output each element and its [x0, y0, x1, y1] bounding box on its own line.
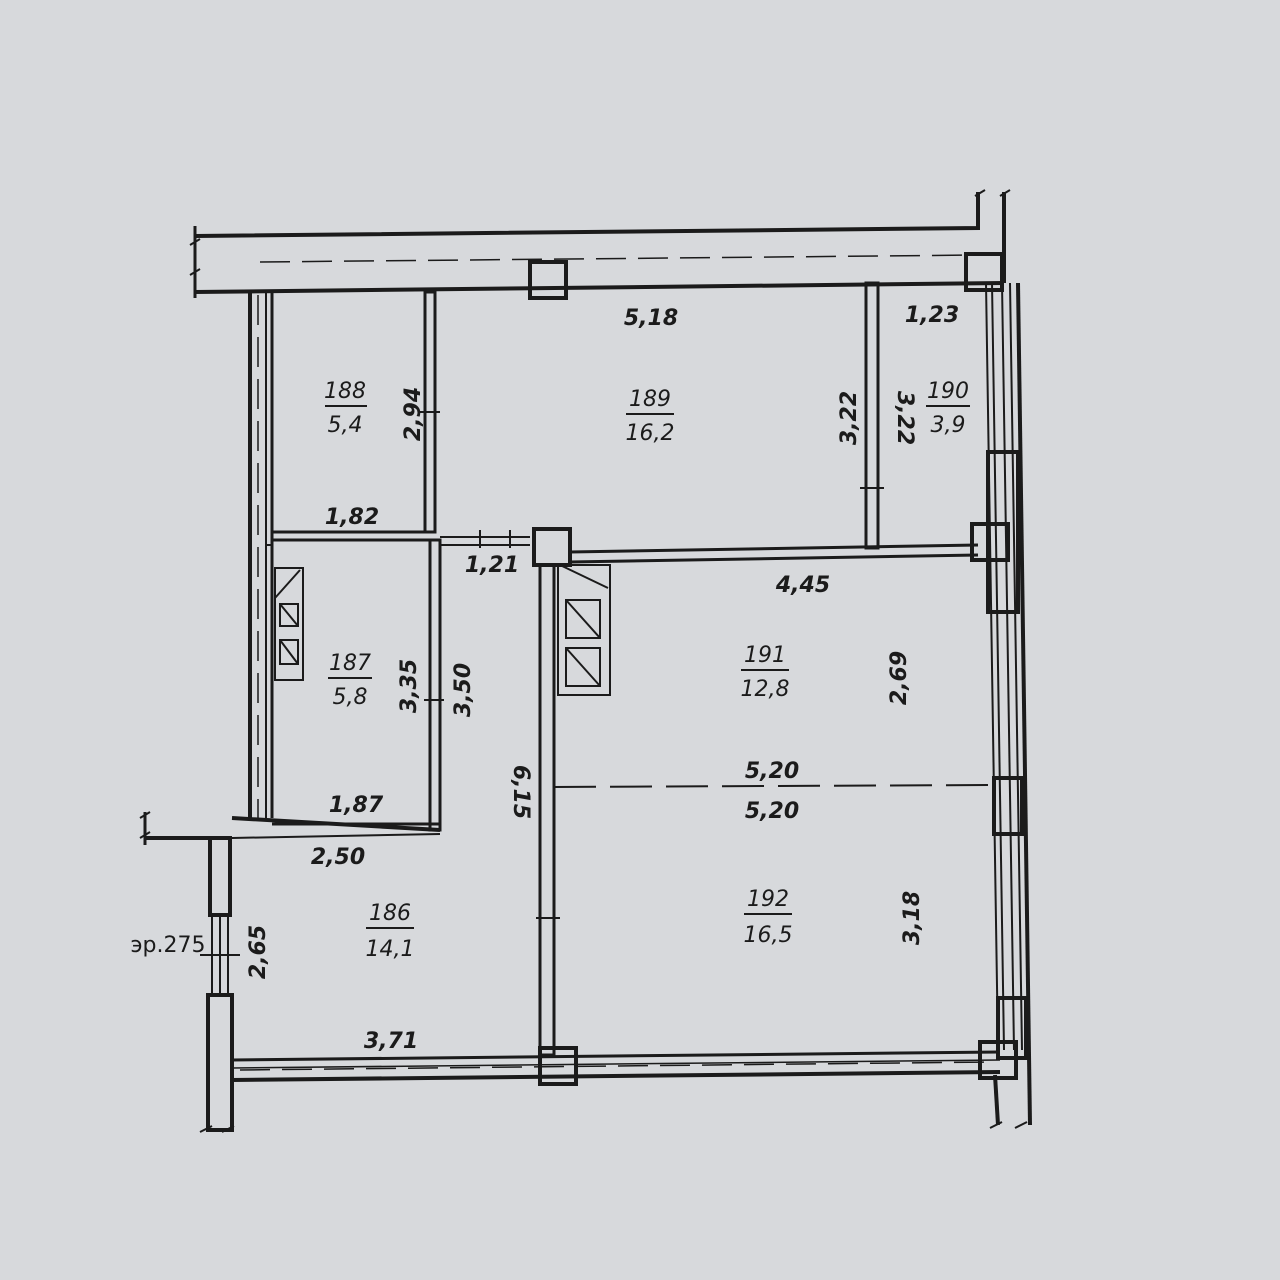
left-window-pier-lower	[206, 993, 234, 1132]
top-wall-break-marks	[189, 238, 201, 276]
dim-350: 3,50	[451, 663, 476, 717]
dim-182: 1,82	[325, 505, 379, 530]
room-186-number: 186	[369, 901, 411, 926]
right-wall-line-4	[1009, 282, 1023, 1051]
vent-shafts-kitchen	[559, 564, 609, 687]
dim-123: 1,23	[905, 303, 959, 328]
dim-520-top: 5,20	[745, 759, 799, 784]
window-pier-right-3	[996, 996, 1028, 1060]
dim-335: 3,35	[397, 659, 422, 713]
room-190-area: 3,9	[931, 413, 966, 438]
room-187-area: 5,8	[333, 685, 368, 710]
room-186-area: 14,1	[366, 937, 415, 962]
dim-322-right: 3,22	[892, 391, 917, 445]
room-187-number: 187	[329, 651, 371, 676]
top-wall-dash	[259, 254, 981, 263]
vent-block-kitchen	[557, 564, 611, 696]
dim-615: 6,15	[508, 765, 533, 819]
room-189-number: 189	[629, 387, 671, 412]
right-wall-outer	[1016, 282, 1032, 1126]
wall-189-191	[569, 543, 979, 554]
bottom-wall-inner-2	[231, 1059, 1001, 1069]
corridor-top-wall-inner	[231, 833, 441, 839]
dim-518: 5,18	[624, 306, 678, 331]
room-191-number: 191	[744, 643, 786, 668]
walls	[139, 189, 1032, 1133]
dimension-labels: 5,18 1,23 2,94 1,82 3,22 3,22 1,21 4,45 …	[130, 303, 959, 1054]
room-192-area: 16,5	[744, 923, 793, 948]
bottom-right-break-marks	[989, 1121, 1028, 1129]
column-center	[532, 527, 572, 567]
room-191-area: 12,8	[741, 677, 790, 702]
dim-294: 2,94	[401, 387, 426, 441]
dim-187: 1,87	[329, 793, 384, 818]
right-wall-inner	[993, 1074, 1000, 1126]
dim-265: 2,65	[246, 925, 271, 979]
left-lower-wall	[145, 836, 232, 917]
top-right-break-marks	[974, 189, 1011, 197]
right-wall-line-2	[991, 282, 1005, 1051]
partition-191-192	[553, 784, 996, 788]
wall-187-corridor	[428, 538, 442, 832]
bottom-wall-outer	[231, 1070, 1001, 1082]
column-top-right	[964, 252, 1004, 292]
bottom-wall-inner	[231, 1050, 1001, 1062]
right-wall-line-3	[1001, 282, 1015, 1051]
room-188-number: 188	[324, 379, 366, 404]
bottom-left-break-marks	[199, 1125, 235, 1133]
dim-371: 3,71	[364, 1029, 418, 1054]
window-pier-right-1	[986, 450, 1020, 614]
wall-189-191-b	[569, 553, 979, 564]
room-188-area: 5,4	[328, 413, 363, 438]
elevation-label: эр.275	[130, 933, 205, 958]
dim-520-bottom: 5,20	[745, 799, 799, 824]
tick-marks	[420, 350, 884, 919]
window-pier-right-2	[992, 776, 1024, 836]
room-labels: 188 5,4 189 16,2 190 3,9 187 5,8 191 12,…	[324, 379, 970, 962]
dim-121: 1,21	[465, 553, 519, 578]
wall-corridor-kitchen	[538, 563, 556, 1057]
top-outer-wall	[194, 192, 980, 238]
vent-shafts-187	[274, 569, 301, 665]
dim-322-left: 3,22	[837, 391, 862, 445]
column-top-middle	[528, 260, 568, 300]
room-192-number: 192	[747, 887, 789, 912]
dim-318: 3,18	[900, 891, 925, 945]
room-189-area: 16,2	[626, 421, 675, 446]
vent-block-187	[274, 567, 304, 681]
right-wall-line-1	[985, 282, 999, 1051]
dim-445: 4,45	[775, 573, 830, 598]
top-inner-wall	[194, 281, 1005, 294]
left-break-marks	[139, 811, 151, 839]
dim-250: 2,50	[311, 845, 365, 870]
room-190-number: 190	[927, 379, 969, 404]
wall-189-190	[864, 281, 880, 550]
dim-269: 2,69	[887, 651, 912, 705]
